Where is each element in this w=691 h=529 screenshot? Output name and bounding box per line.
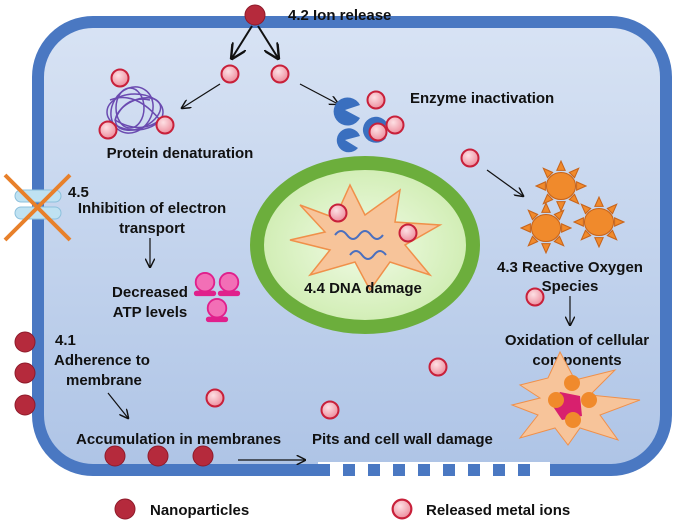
legend-ion-icon: [391, 498, 413, 520]
oxidation-label-line1: Oxidation of cellular: [505, 332, 649, 349]
oxidation-label-line2: components: [532, 352, 621, 369]
ion-icon: [220, 64, 240, 84]
etc-label-line2: transport: [119, 220, 185, 237]
ion-icon: [398, 223, 418, 243]
nanoparticle-icon: [147, 445, 169, 467]
arrow: [107, 392, 128, 418]
arrow: [486, 169, 523, 196]
adherence-label-line2: membrane: [66, 372, 142, 389]
ion-icon: [366, 90, 386, 110]
nanoparticle-icon: [104, 445, 126, 467]
dna-damage-burst-icon: [289, 183, 443, 292]
atp-molecule-icon: [216, 272, 242, 298]
membrane-pits: [318, 462, 550, 478]
adherence-number: 4.1: [55, 332, 76, 349]
ion-icon: [428, 357, 448, 377]
ros-label-line2: Species: [542, 278, 599, 295]
ros-sun-icon: [520, 202, 572, 254]
ion-icon: [368, 122, 388, 142]
pits-label: Pits and cell wall damage: [312, 431, 493, 448]
dna-damage-label: 4.4 DNA damage: [304, 280, 422, 297]
blocked-transporter-icon: [3, 173, 72, 242]
nanoparticle-icon: [192, 445, 214, 467]
accumulation-label: Accumulation in membranes: [76, 431, 281, 448]
protein-tangle-icon: [106, 86, 164, 134]
ion-icon: [270, 64, 290, 84]
ion-icon: [205, 388, 225, 408]
ion-icon: [328, 203, 348, 223]
protein-denaturation-label: Protein denaturation: [107, 145, 254, 162]
enzyme-inactivation-label: Enzyme inactivation: [410, 90, 554, 107]
nanoparticle-icon: [14, 331, 36, 353]
atp-label-line2: ATP levels: [113, 304, 188, 321]
legend: Nanoparticles Released metal ions: [114, 498, 570, 520]
ion-icon: [155, 115, 175, 135]
ion-icon: [98, 120, 118, 140]
dna-icon: [334, 230, 387, 260]
arrow: [182, 83, 221, 108]
oxidized-component-icon: [510, 350, 641, 446]
ros-sun-icon: [573, 196, 625, 248]
arrow: [299, 83, 338, 104]
arrow: [232, 25, 253, 58]
legend-nanoparticles-label: Nanoparticles: [150, 502, 249, 519]
legend-nanoparticle-icon: [114, 498, 136, 520]
ion-icon: [110, 68, 130, 88]
atp-molecule-icon: [192, 272, 218, 298]
ion-icon: [525, 287, 545, 307]
nanoparticle-icon: [14, 362, 36, 384]
nanoparticle-icon: [244, 4, 266, 26]
ros-sun-icon: [535, 160, 587, 212]
ros-label-line1: 4.3 Reactive Oxygen: [497, 259, 643, 276]
atp-molecule-icon: [204, 298, 230, 324]
legend-ions-label: Released metal ions: [426, 502, 570, 519]
ion-release-label: 4.2 Ion release: [288, 7, 391, 24]
nanoparticle-icon: [14, 394, 36, 416]
adherence-label-line1: Adherence to: [54, 352, 150, 369]
atp-label-line1: Decreased: [112, 284, 188, 301]
ion-icon: [320, 400, 340, 420]
ion-icon: [385, 115, 405, 135]
etc-number: 4.5: [68, 184, 89, 201]
etc-label-line1: Inhibition of electron: [78, 200, 226, 217]
ion-icon: [460, 148, 480, 168]
arrow: [257, 25, 278, 58]
